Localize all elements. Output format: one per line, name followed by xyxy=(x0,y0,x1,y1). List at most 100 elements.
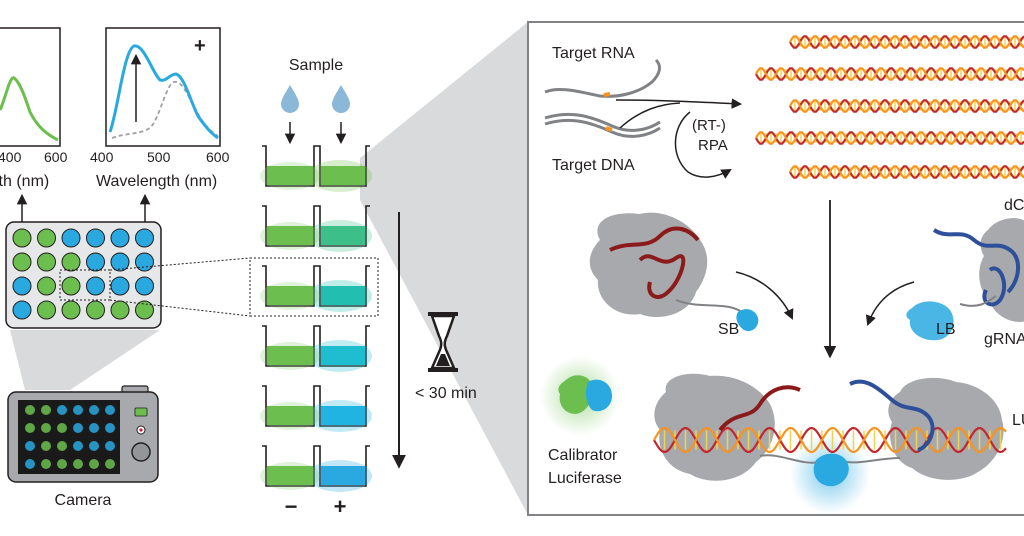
plate-well xyxy=(110,252,130,272)
well-pair-outline xyxy=(262,205,370,247)
dc-label: dC xyxy=(1004,197,1024,214)
rpa-cycle-arrow xyxy=(674,111,732,179)
target-dna-label: Target DNA xyxy=(552,157,635,174)
plate-well xyxy=(61,252,81,272)
sb-label: SB xyxy=(718,321,739,338)
camera-dial-icon xyxy=(131,442,151,462)
plate-to-camera-funnel xyxy=(10,330,160,390)
plate-well xyxy=(86,276,105,296)
screen-well-dot xyxy=(89,423,99,433)
tick-label-500: 500 xyxy=(147,149,171,165)
well-pair-outline xyxy=(262,145,370,187)
screen-well-dot xyxy=(41,405,51,415)
plate-well xyxy=(37,252,56,272)
screen-well-dot xyxy=(73,405,83,415)
lb-label: LB xyxy=(936,321,956,338)
plate-well xyxy=(86,228,105,248)
target-rna-label: Target RNA xyxy=(552,45,635,62)
sample-drop-icon xyxy=(332,85,350,113)
well-pair-outline xyxy=(262,325,370,367)
calibrator-label: Luciferase xyxy=(548,470,622,487)
screen-well-dot xyxy=(25,459,35,469)
x-axis-label: Wavelength (nm) xyxy=(96,173,217,190)
plate-well xyxy=(12,300,32,320)
camera-screen xyxy=(18,400,120,474)
camera xyxy=(7,385,159,483)
sb-complex xyxy=(589,212,759,332)
time-label: < 30 min xyxy=(415,385,477,402)
tick-label-600: 600 xyxy=(206,149,230,165)
plate-well xyxy=(37,300,56,320)
positive-well-liquid xyxy=(321,226,365,245)
negative-well-liquid xyxy=(267,286,313,305)
rna-strand xyxy=(544,58,661,98)
screen-well-dot xyxy=(105,459,115,469)
screen-well-dot xyxy=(41,423,51,433)
amplicon-strand xyxy=(789,165,1024,179)
target-amplicon-helix xyxy=(653,426,1007,454)
screen-well-dot xyxy=(73,441,83,451)
zoom-funnel xyxy=(360,22,528,515)
plate-well xyxy=(135,276,154,296)
x-axis-label: Wavelength (nm) xyxy=(0,173,49,190)
blue-emission-curve xyxy=(108,44,219,140)
well-pair-outline xyxy=(262,445,370,487)
reconstituted-luciferase xyxy=(813,453,849,487)
tick-label-400: 400 xyxy=(90,149,114,165)
plate-well xyxy=(37,228,56,248)
screen-well-dot xyxy=(89,459,99,469)
plate-well xyxy=(110,228,130,248)
plate-well xyxy=(61,276,81,296)
screen-well-dot xyxy=(41,441,51,451)
screen-well-dot xyxy=(73,423,83,433)
lu-label: LU xyxy=(1012,412,1024,429)
rpa-label: (RT-) xyxy=(692,117,726,134)
screen-well-dot xyxy=(105,423,115,433)
screen-well-dot xyxy=(105,441,115,451)
rpa-label: RPA xyxy=(698,137,728,154)
assay-highlight-box xyxy=(249,257,379,317)
screen-well-dot xyxy=(89,405,99,415)
positive-well-liquid xyxy=(321,166,365,185)
lb-complex xyxy=(906,218,1024,341)
sample-drop-icon xyxy=(281,85,299,113)
assembled-complex xyxy=(653,373,1007,514)
plate-well xyxy=(61,300,81,320)
screen-well-dot xyxy=(89,441,99,451)
dna-strand xyxy=(544,112,661,132)
calibrator-label: Calibrator xyxy=(548,447,618,464)
screen-well-dot xyxy=(57,423,67,433)
plate-well xyxy=(135,300,154,320)
amplicon-helices xyxy=(755,35,1024,179)
plate-well xyxy=(12,228,32,248)
negative-well-liquid xyxy=(267,166,313,185)
well-pair-outline xyxy=(262,385,370,427)
screen-well-dot xyxy=(25,423,35,433)
screen-well-dot xyxy=(105,405,115,415)
dna-strand xyxy=(544,118,661,138)
lb-luciferase-fragment xyxy=(906,301,954,341)
negative-well-liquid xyxy=(267,466,313,485)
amplicon-strand xyxy=(755,67,1024,81)
well-plate xyxy=(5,221,162,329)
tick-label-600: 600 xyxy=(44,149,68,165)
amplicon-strand xyxy=(789,99,1024,113)
plate-well xyxy=(86,300,105,320)
plate-well xyxy=(61,228,81,248)
spectrum-right: + 400 500 600 Wavelength (nm) xyxy=(90,27,230,190)
plate-well xyxy=(110,276,130,296)
screen-well-dot xyxy=(73,459,83,469)
plate-well xyxy=(12,276,32,296)
sample-label: Sample xyxy=(289,57,343,74)
plate-well xyxy=(12,252,32,272)
screen-well-dot xyxy=(25,405,35,415)
plate-well xyxy=(37,276,56,296)
amplicon-strand xyxy=(789,35,1024,49)
assay-well-series xyxy=(260,145,372,492)
amplification-section: Target RNA Target DNA (RT-) RPA xyxy=(544,35,1024,179)
tick-label-400: 400 xyxy=(0,149,22,165)
negative-control-label: − xyxy=(285,494,298,519)
grna-label: gRNA xyxy=(984,331,1024,348)
calibrator-luciferase xyxy=(558,375,593,414)
